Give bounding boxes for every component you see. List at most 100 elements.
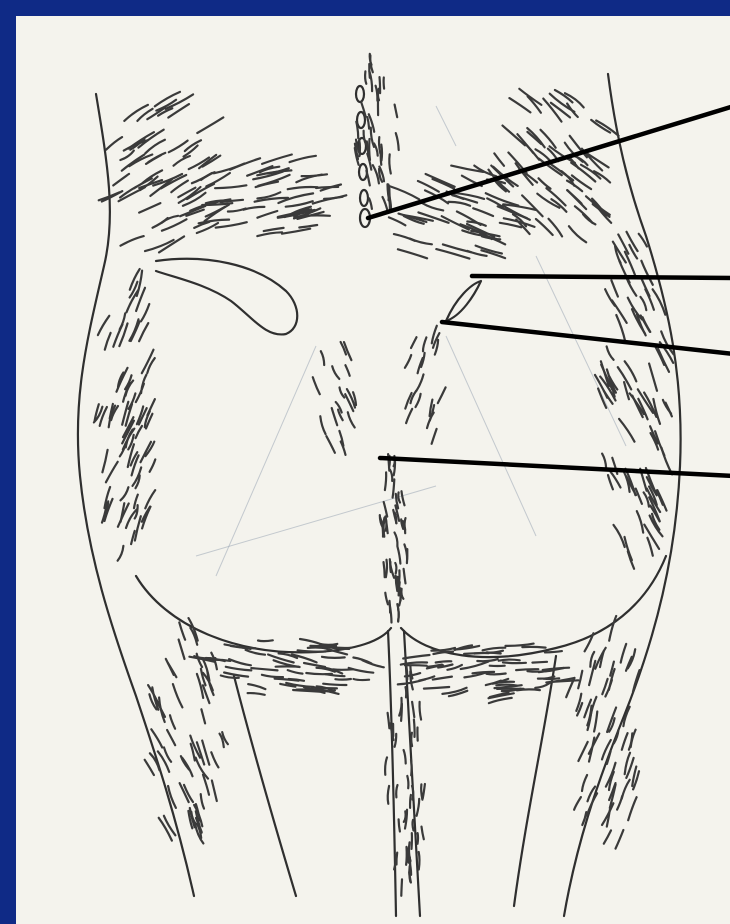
hatch-stroke (300, 639, 322, 645)
hatch-stroke (519, 89, 541, 105)
hatch-stroke (173, 684, 183, 707)
hatch-stroke (385, 516, 386, 530)
hatch-stroke (666, 403, 672, 417)
hatch-stroke (406, 687, 407, 697)
hatch-stroke (410, 795, 411, 808)
hatch-stroke (106, 137, 122, 150)
hatch-stroke (607, 346, 614, 359)
hatch-stroke (604, 830, 611, 843)
anatomy-illustration (16, 16, 730, 924)
hatch-stroke (322, 657, 345, 658)
hatch-stroke (170, 715, 175, 729)
hatch-stroke (506, 644, 534, 646)
hatch-stroke (102, 450, 107, 473)
hatch-stroke (124, 105, 148, 121)
hatch-stroke (388, 713, 390, 728)
hatch-stroke (380, 77, 381, 93)
hatch-stroke (578, 742, 587, 761)
hatch-stroke (417, 799, 420, 816)
hatch-stroke (631, 730, 636, 747)
hatch-stroke (248, 684, 265, 689)
hatch-stroke (594, 171, 610, 182)
background-sketch-lines (196, 106, 626, 576)
hatch-stroke (388, 786, 389, 804)
hatch-stroke (294, 215, 330, 217)
hatch-stroke (422, 203, 444, 211)
hatch-stroke (622, 733, 628, 750)
hatch-stroke (522, 195, 543, 216)
hatch-stroke (503, 126, 526, 146)
hatch-stroke (426, 174, 455, 187)
hatch-stroke (288, 187, 318, 189)
hatch-stroke (500, 223, 522, 228)
hatch-stroke (374, 144, 378, 156)
hatch-stroke (105, 333, 111, 350)
hatch-stroke (286, 201, 313, 207)
hatch-stroke (139, 323, 148, 341)
hatch-stroke (545, 651, 562, 652)
hatch-stroke (404, 569, 406, 584)
hatch-stroke (398, 249, 427, 258)
hatch-stroke (324, 195, 346, 199)
hatch-stroke (323, 684, 346, 685)
hatch-stroke (399, 698, 401, 716)
hatch-stroke (313, 377, 320, 394)
hatch-stroke (404, 750, 406, 764)
hatch-stroke (389, 186, 419, 199)
hatch-stroke (326, 674, 345, 676)
hatch-stroke (321, 351, 324, 365)
hatch-stroke (332, 408, 338, 425)
hatch-stroke (509, 98, 530, 112)
hatch-stroke (335, 679, 351, 680)
hatch-stroke (436, 661, 452, 662)
hatch-stroke (397, 604, 398, 622)
hatch-stroke (572, 175, 591, 189)
hatch-stroke (304, 663, 325, 667)
hatch-stroke (418, 181, 439, 192)
hatch-stroke (248, 693, 265, 695)
hatch-stroke (257, 211, 277, 218)
hatch-stroke (396, 853, 397, 865)
hatch-stroke (106, 462, 118, 483)
hatch-stroke (503, 662, 526, 663)
hatch-stroke (282, 229, 310, 234)
leader-lines (368, 106, 730, 476)
hatch-stroke (621, 644, 627, 663)
hatch-stroke (526, 145, 539, 160)
hatch-stroke (390, 559, 394, 578)
hatch-stroke (228, 209, 246, 212)
hatch-stroke (137, 109, 152, 121)
hatch-stroke (197, 654, 202, 667)
hatch-stroke (406, 847, 407, 865)
hatch-stroke (414, 720, 415, 737)
hatch-stroke (619, 419, 634, 442)
hatch-stroke (174, 156, 190, 166)
hatch-stroke (136, 426, 142, 438)
hatch-stroke (522, 647, 545, 648)
hatch-stroke (617, 796, 622, 810)
hatch-stroke (544, 678, 560, 679)
hatch-stroke (532, 662, 547, 663)
leader-line-iliac-dimple (472, 276, 730, 278)
hatch-stroke (135, 516, 141, 540)
hatch-stroke (420, 702, 422, 720)
hatch-stroke (369, 198, 372, 209)
hatch-stroke (644, 492, 649, 506)
hatch-stroke (411, 733, 412, 746)
hatch-stroke (199, 220, 230, 224)
hatch-stroke (405, 665, 427, 666)
hatch-stroke (618, 235, 628, 254)
hatch-stroke (636, 489, 642, 504)
hatch-stroke (333, 669, 353, 670)
hatch-stroke (535, 683, 549, 688)
hatch-stroke (389, 217, 406, 225)
hatch-stroke (411, 760, 412, 776)
hatch-stroke (614, 525, 625, 547)
hatch-stroke (396, 785, 397, 797)
hatch-stroke (402, 491, 405, 505)
hatch-stroke (153, 218, 168, 228)
hatch-stroke (326, 436, 335, 453)
hatch-stroke (416, 394, 421, 407)
hatch-stroke (376, 86, 378, 101)
